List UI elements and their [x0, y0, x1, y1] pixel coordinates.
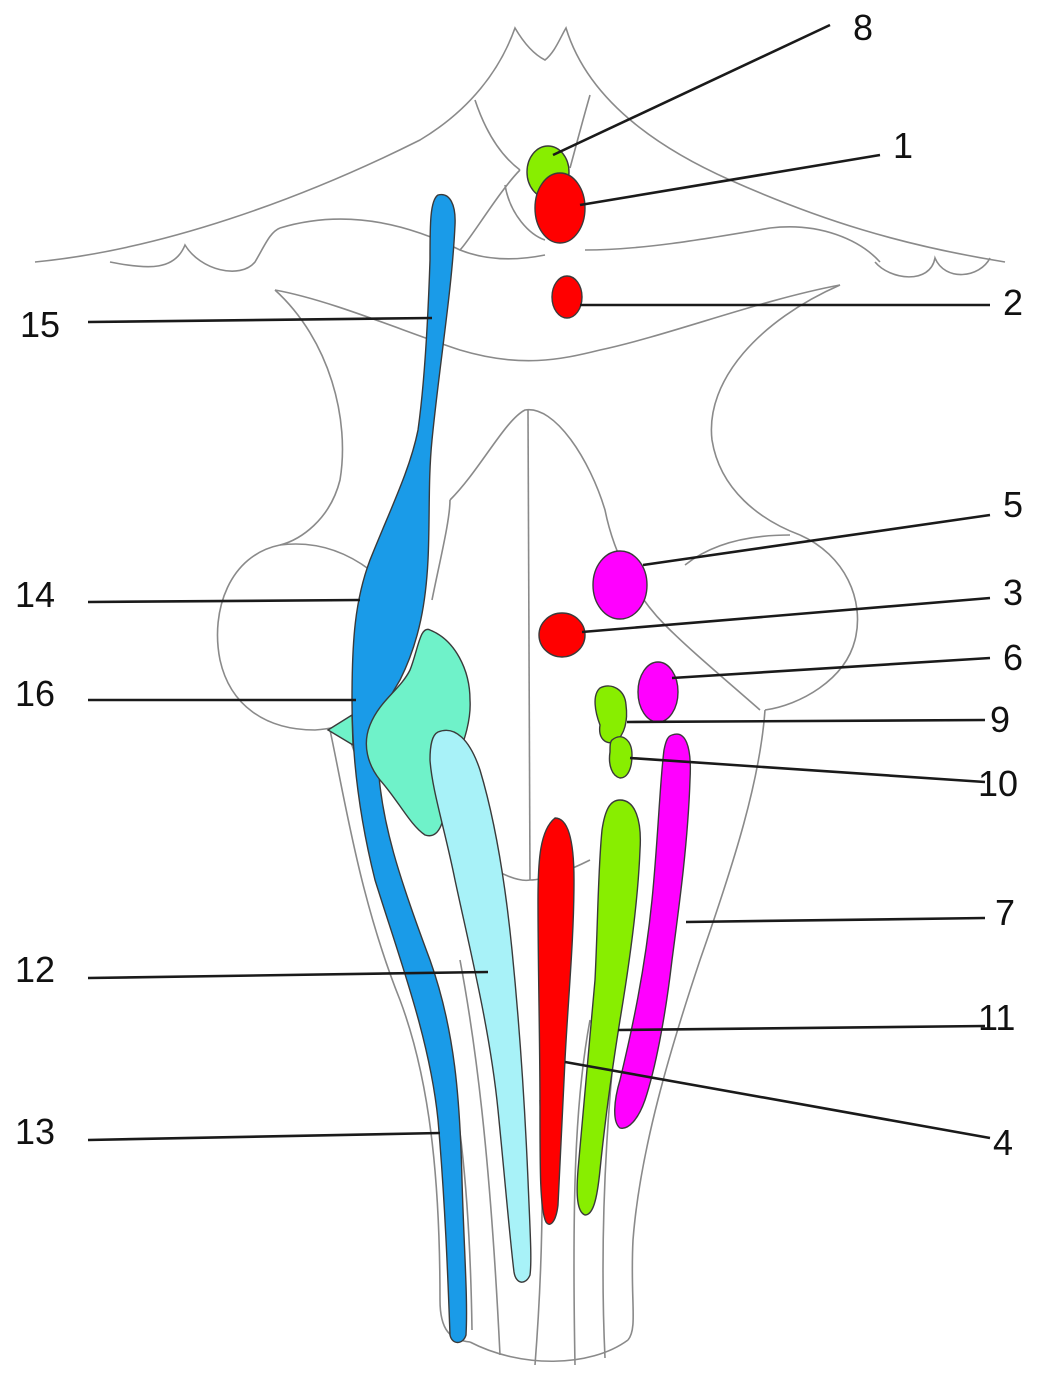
nucleus-6-magenta	[638, 662, 678, 722]
label-7: 7	[995, 892, 1015, 933]
label-2: 2	[1003, 282, 1023, 323]
nucleus-2-red	[552, 276, 582, 318]
label-3: 3	[1003, 572, 1023, 613]
label-9: 9	[990, 699, 1010, 740]
label-16: 16	[15, 673, 55, 714]
leader-line-7	[686, 918, 985, 922]
nucleus-1-red	[535, 173, 585, 243]
leader-line-14	[88, 600, 360, 602]
leader-line-6	[672, 658, 990, 678]
leader-line-13	[88, 1133, 440, 1140]
number-labels: 8 1 2 15 5 3 14 6 16 9 10 7 12 11 13 4	[15, 7, 1023, 1163]
label-10: 10	[978, 763, 1018, 804]
label-12: 12	[15, 949, 55, 990]
label-15: 15	[20, 304, 60, 345]
label-14: 14	[15, 574, 55, 615]
label-5: 5	[1003, 484, 1023, 525]
nucleus-4-red-tract	[538, 818, 574, 1224]
nucleus-3-red	[539, 613, 585, 657]
label-6: 6	[1003, 637, 1023, 678]
nucleus-9-lime	[595, 686, 627, 743]
nuclei-group	[328, 146, 690, 1343]
label-11: 11	[978, 997, 1015, 1038]
nucleus-5-magenta	[593, 551, 647, 619]
leader-line-9	[627, 720, 985, 722]
label-8: 8	[853, 7, 873, 48]
leader-line-5	[643, 515, 990, 565]
leader-line-8	[553, 25, 830, 155]
label-4: 4	[993, 1122, 1013, 1163]
label-1: 1	[893, 125, 913, 166]
nucleus-10-lime	[609, 737, 632, 778]
leader-line-11	[618, 1026, 985, 1030]
leader-line-1	[580, 155, 880, 205]
label-13: 13	[15, 1111, 55, 1152]
